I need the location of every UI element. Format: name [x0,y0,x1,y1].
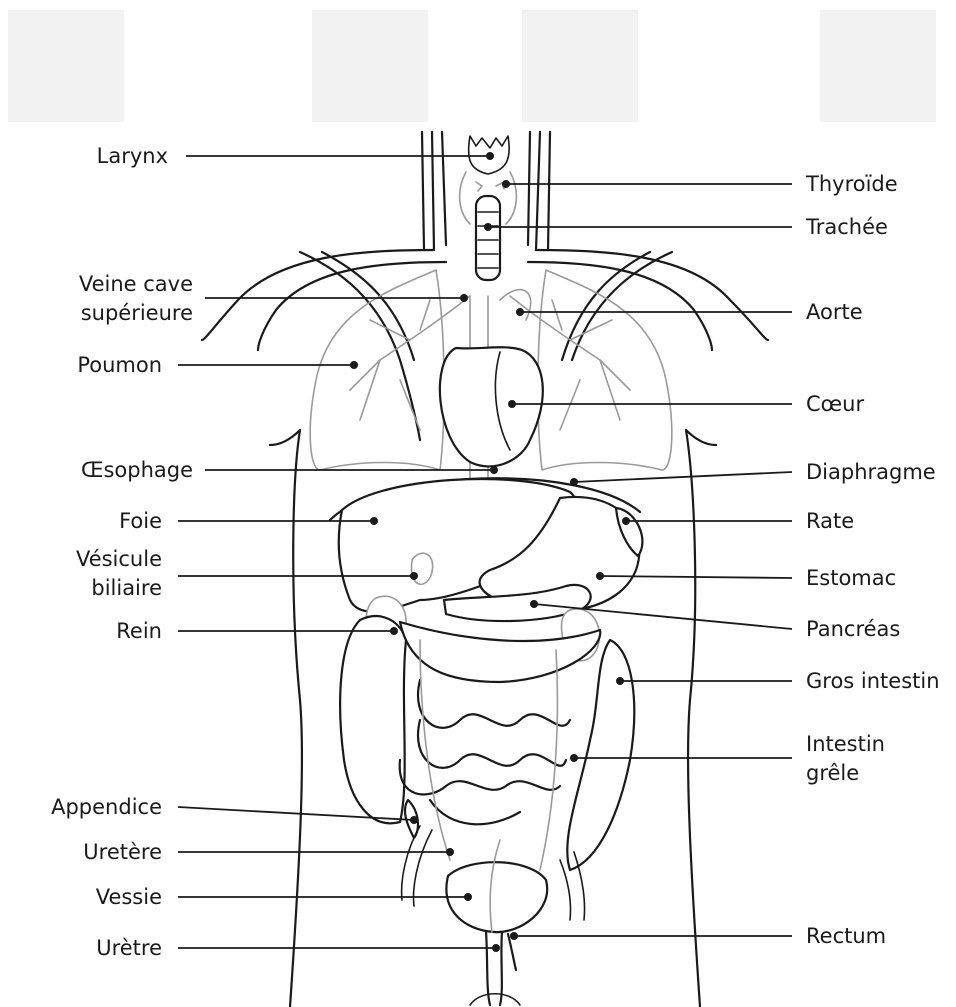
label-uretere: Uretère [83,840,162,864]
label-intestin-grele-line2: grêle [806,761,859,785]
label-poumon: Poumon [77,353,162,377]
labels-left: Larynx Veine cave supérieure Poumon Œsop… [51,144,193,960]
label-vessie: Vessie [96,885,162,909]
label-veine-cave-line1: Veine cave [79,272,193,296]
label-diaphragme: Diaphragme [806,460,936,484]
label-rate: Rate [806,509,854,533]
label-gros-intestin: Gros intestin [806,669,940,693]
background-blocks [8,10,936,122]
label-aorte: Aorte [806,300,863,324]
pelvis [446,840,547,1005]
label-intestin-grele-line1: Intestin [806,732,885,756]
label-uretre: Urètre [96,936,162,960]
label-oesophage: Œsophage [81,458,193,482]
label-rein: Rein [116,619,162,643]
label-coeur: Cœur [806,392,864,416]
label-appendice: Appendice [51,795,162,819]
label-pancreas: Pancréas [806,617,900,641]
label-trachee: Trachée [805,215,888,239]
label-vesicule-line1: Vésicule [76,547,162,571]
label-foie: Foie [119,509,162,533]
label-larynx: Larynx [97,144,168,168]
label-veine-cave-line2: supérieure [81,301,193,325]
labels-right: Thyroïde Trachée Aorte Cœur Diaphragme R… [805,172,940,948]
label-estomac: Estomac [806,566,896,590]
label-rectum: Rectum [806,924,886,948]
label-vesicule-line2: biliaire [91,576,162,600]
label-thyroide: Thyroïde [805,172,898,196]
